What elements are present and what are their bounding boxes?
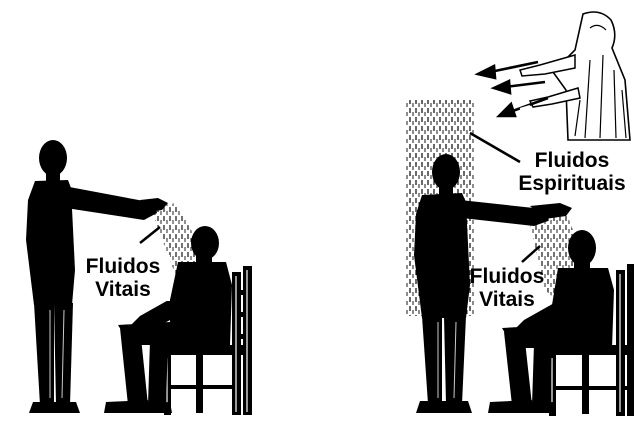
right-vital-label-line1: Fluidos (462, 265, 552, 288)
right-scene (405, 12, 634, 416)
left-label-pointer (140, 227, 160, 243)
left-vital-label-line2: Vitais (78, 278, 168, 301)
spiritual-label-line2: Espirituais (511, 172, 633, 195)
right-vital-label-line2: Vitais (462, 288, 552, 311)
left-vital-fluids-label: Fluidos Vitais (76, 255, 170, 301)
spirit-figure (520, 12, 630, 140)
right-vital-fluids-label: Fluidos Vitais (460, 265, 554, 311)
spiritual-label-line1: Fluidos (511, 149, 633, 172)
left-vital-label-line1: Fluidos (78, 255, 168, 278)
spiritual-fluids-label: Fluidos Espirituais (509, 149, 634, 195)
